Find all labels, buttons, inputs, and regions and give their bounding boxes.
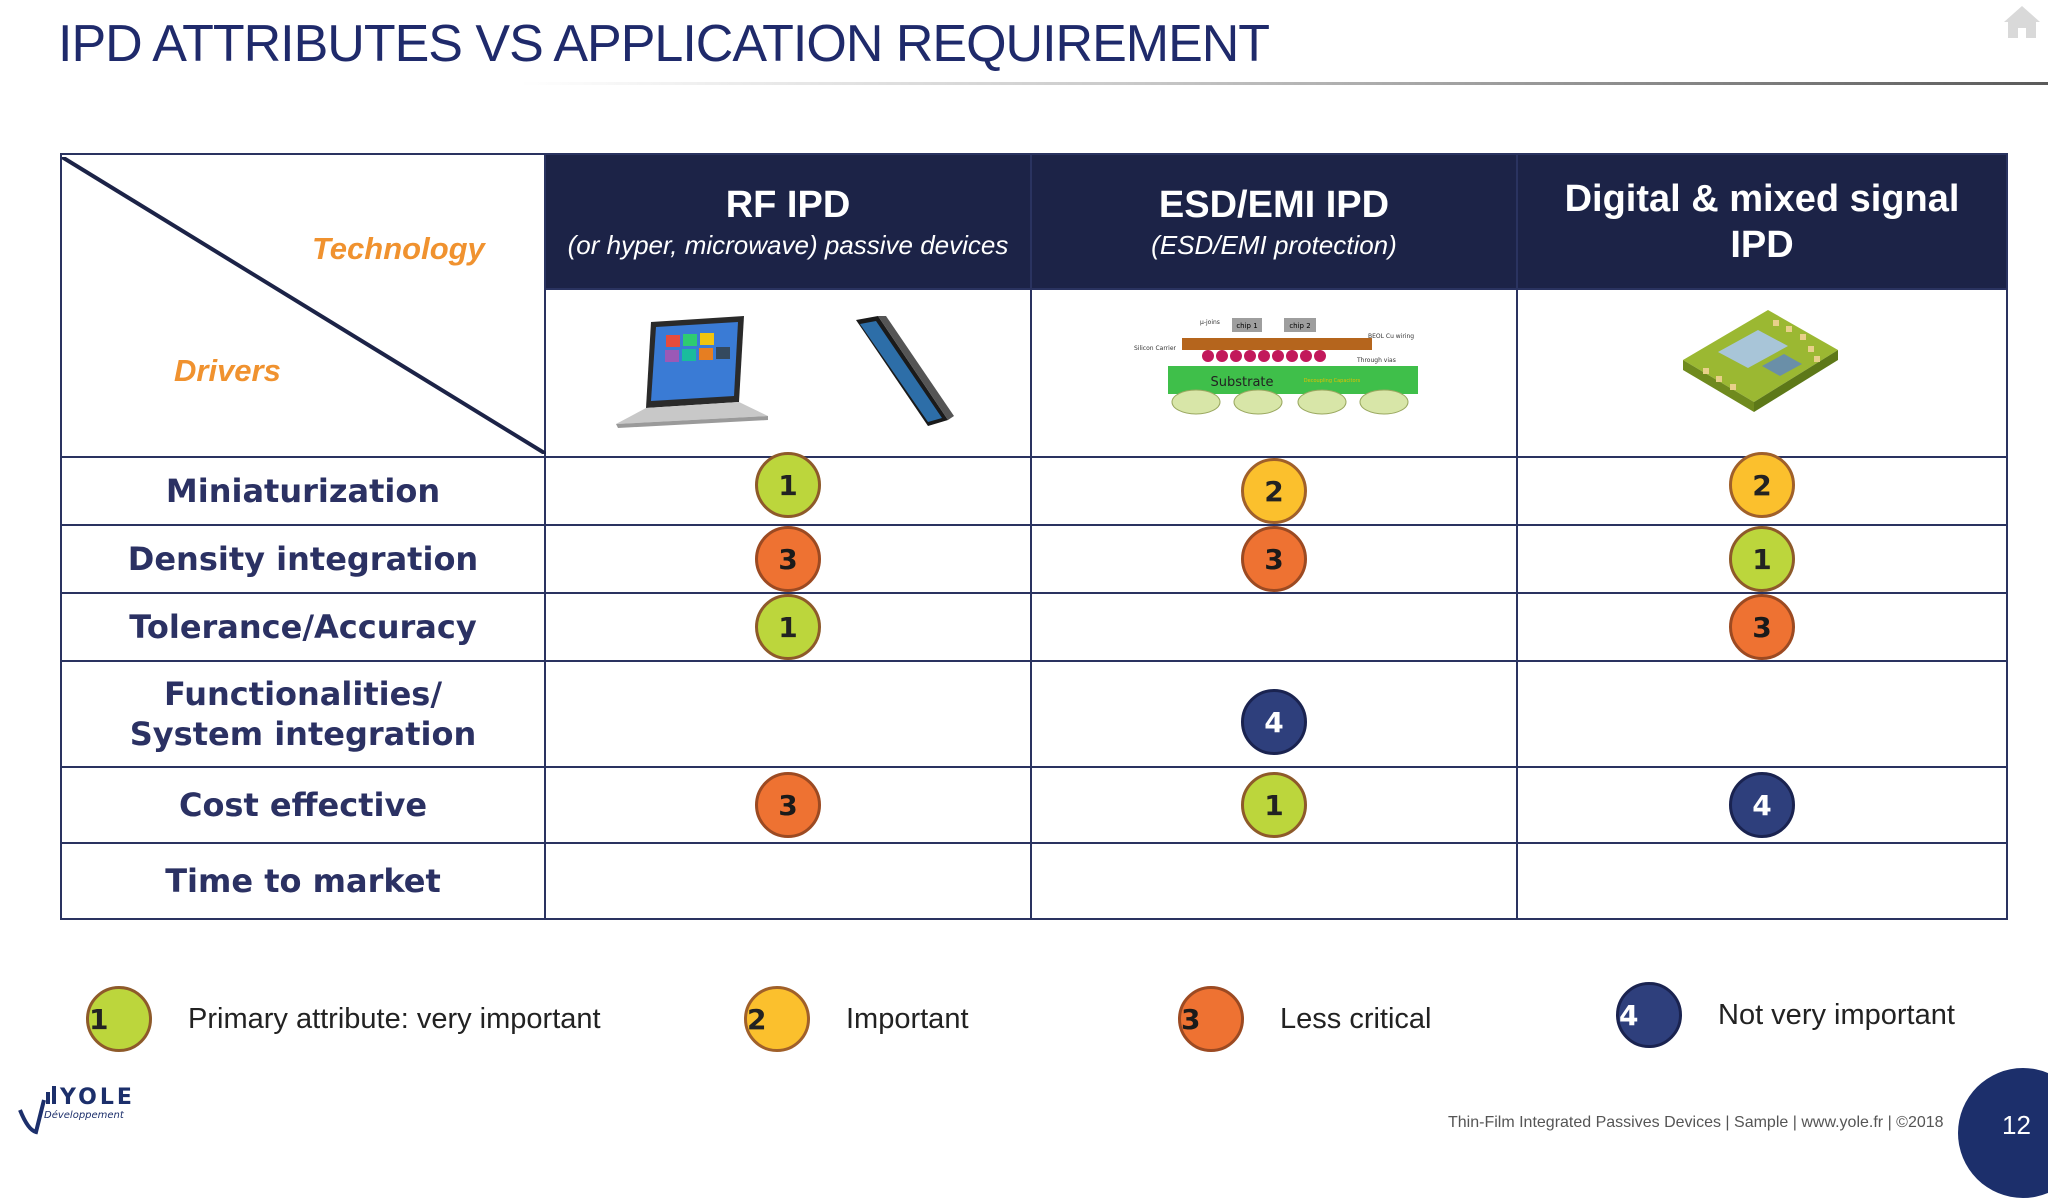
rating-cell: 1 bbox=[1030, 766, 1518, 844]
column-header-digital-mixed-ipd: Digital & mixed signal IPD bbox=[1516, 153, 2008, 290]
slide-title: IPD ATTRIBUTES VS APPLICATION REQUIREMEN… bbox=[58, 15, 1270, 73]
rating-badge: 3 bbox=[755, 772, 821, 838]
rf-ipd-image-cell bbox=[544, 288, 1032, 458]
legend-item-3: 3 Less critical bbox=[1178, 984, 1432, 1054]
decoupling-label: Decoupling Capacitors bbox=[1304, 378, 1361, 384]
rating-cell: 3 bbox=[1516, 592, 2008, 662]
svg-text:YOLE: YOLE bbox=[59, 1085, 135, 1110]
rating-badge: 3 bbox=[1729, 594, 1795, 660]
rating-cell-empty bbox=[1030, 592, 1518, 662]
rating-cell: 1 bbox=[1516, 524, 2008, 594]
rating-cell: 2 bbox=[1516, 452, 2008, 526]
chip2-label: chip 2 bbox=[1289, 322, 1310, 330]
rating-badge: 4 bbox=[1241, 689, 1307, 755]
column-header-rf-ipd: RF IPD (or hyper, microwave) passive dev… bbox=[544, 153, 1032, 290]
corner-cell: Technology Drivers bbox=[60, 153, 546, 458]
ujoins-label: μ-joins bbox=[1200, 319, 1220, 326]
rating-cell-empty bbox=[1516, 842, 2008, 920]
esd-emi-image-cell: chip 1 chip 2 μ-joins Silicon Carrier BE… bbox=[1030, 288, 1518, 458]
technology-label: Technology bbox=[312, 231, 485, 266]
rating-cell: 3 bbox=[544, 524, 1032, 594]
rating-cell: 3 bbox=[544, 766, 1032, 844]
legend-text: Not very important bbox=[1718, 998, 1955, 1031]
row-label-tolerance-accuracy: Tolerance/Accuracy bbox=[60, 592, 546, 662]
legend-item-4: 4 Not very important bbox=[1616, 980, 1955, 1050]
svg-text:Développement: Développement bbox=[44, 1109, 125, 1121]
rating-badge: 2 bbox=[1729, 452, 1795, 518]
rating-cell: 4 bbox=[1516, 766, 2008, 844]
legend-item-2: 2 Important bbox=[744, 984, 969, 1054]
legend-text: Important bbox=[846, 1002, 969, 1035]
substrate-label: Substrate bbox=[1210, 375, 1273, 390]
rating-badge: 1 bbox=[755, 594, 821, 660]
row-label-time-to-market: Time to market bbox=[60, 842, 546, 920]
column-header-esd-emi-ipd: ESD/EMI IPD (ESD/EMI protection) bbox=[1030, 153, 1518, 290]
legend-badge: 4 bbox=[1616, 982, 1682, 1048]
rating-cell-empty bbox=[544, 842, 1032, 920]
silicon-carrier-label: Silicon Carrier bbox=[1134, 345, 1177, 352]
rating-cell-empty bbox=[1030, 842, 1518, 920]
corner-diagonal bbox=[62, 157, 546, 454]
legend-text: Less critical bbox=[1280, 1002, 1432, 1035]
title-divider bbox=[520, 82, 2048, 85]
rating-cell: 1 bbox=[544, 592, 1032, 662]
circuit-module-image bbox=[1683, 310, 1838, 412]
through-vias-label: Through vias bbox=[1356, 357, 1396, 364]
row-label-functionalities-system-integration: Functionalities/ System integration bbox=[60, 660, 546, 768]
rating-cell: 1 bbox=[544, 452, 1032, 526]
footer-text: Thin-Film Integrated Passives Devices | … bbox=[1448, 1114, 1944, 1131]
attributes-table: Technology Drivers RF IPD (or hyper, mic… bbox=[60, 153, 2008, 920]
rating-badge: 2 bbox=[1241, 458, 1307, 524]
yole-logo: YOLE Développement bbox=[18, 1085, 135, 1135]
legend-badge: 2 bbox=[744, 986, 810, 1052]
substrate-cross-section-diagram: chip 1 chip 2 μ-joins Silicon Carrier BE… bbox=[1134, 318, 1418, 415]
rating-badge: 1 bbox=[1729, 526, 1795, 592]
rating-cell: 3 bbox=[1030, 524, 1518, 594]
rating-cell: 4 bbox=[1030, 660, 1518, 768]
digital-mixed-image-cell bbox=[1516, 288, 2008, 458]
rating-badge: 1 bbox=[1241, 772, 1307, 838]
rating-badge: 4 bbox=[1729, 772, 1795, 838]
chip1-label: chip 1 bbox=[1236, 322, 1257, 330]
row-label-cost-effective: Cost effective bbox=[60, 766, 546, 844]
beol-label: BEOL Cu wiring bbox=[1368, 333, 1414, 340]
rating-cell-empty bbox=[544, 660, 1032, 768]
drivers-label: Drivers bbox=[174, 353, 281, 388]
legend-badge: 1 bbox=[86, 986, 152, 1052]
rating-cell: 2 bbox=[1030, 456, 1518, 526]
home-icon[interactable] bbox=[2000, 0, 2044, 44]
legend-item-1: 1 Primary attribute: very important bbox=[86, 984, 601, 1054]
rating-badge: 1 bbox=[755, 452, 821, 518]
rating-badge: 3 bbox=[755, 526, 821, 592]
legend-badge: 3 bbox=[1178, 986, 1244, 1052]
row-label-miniaturization: Miniaturization bbox=[60, 456, 546, 526]
row-label-density-integration: Density integration bbox=[60, 524, 546, 594]
legend-text: Primary attribute: very important bbox=[188, 1002, 601, 1035]
rating-cell-empty bbox=[1516, 660, 2008, 768]
laptop-and-smartphone-image bbox=[616, 316, 954, 428]
page-number: 12 bbox=[1958, 1068, 2048, 1198]
rating-badge: 3 bbox=[1241, 526, 1307, 592]
